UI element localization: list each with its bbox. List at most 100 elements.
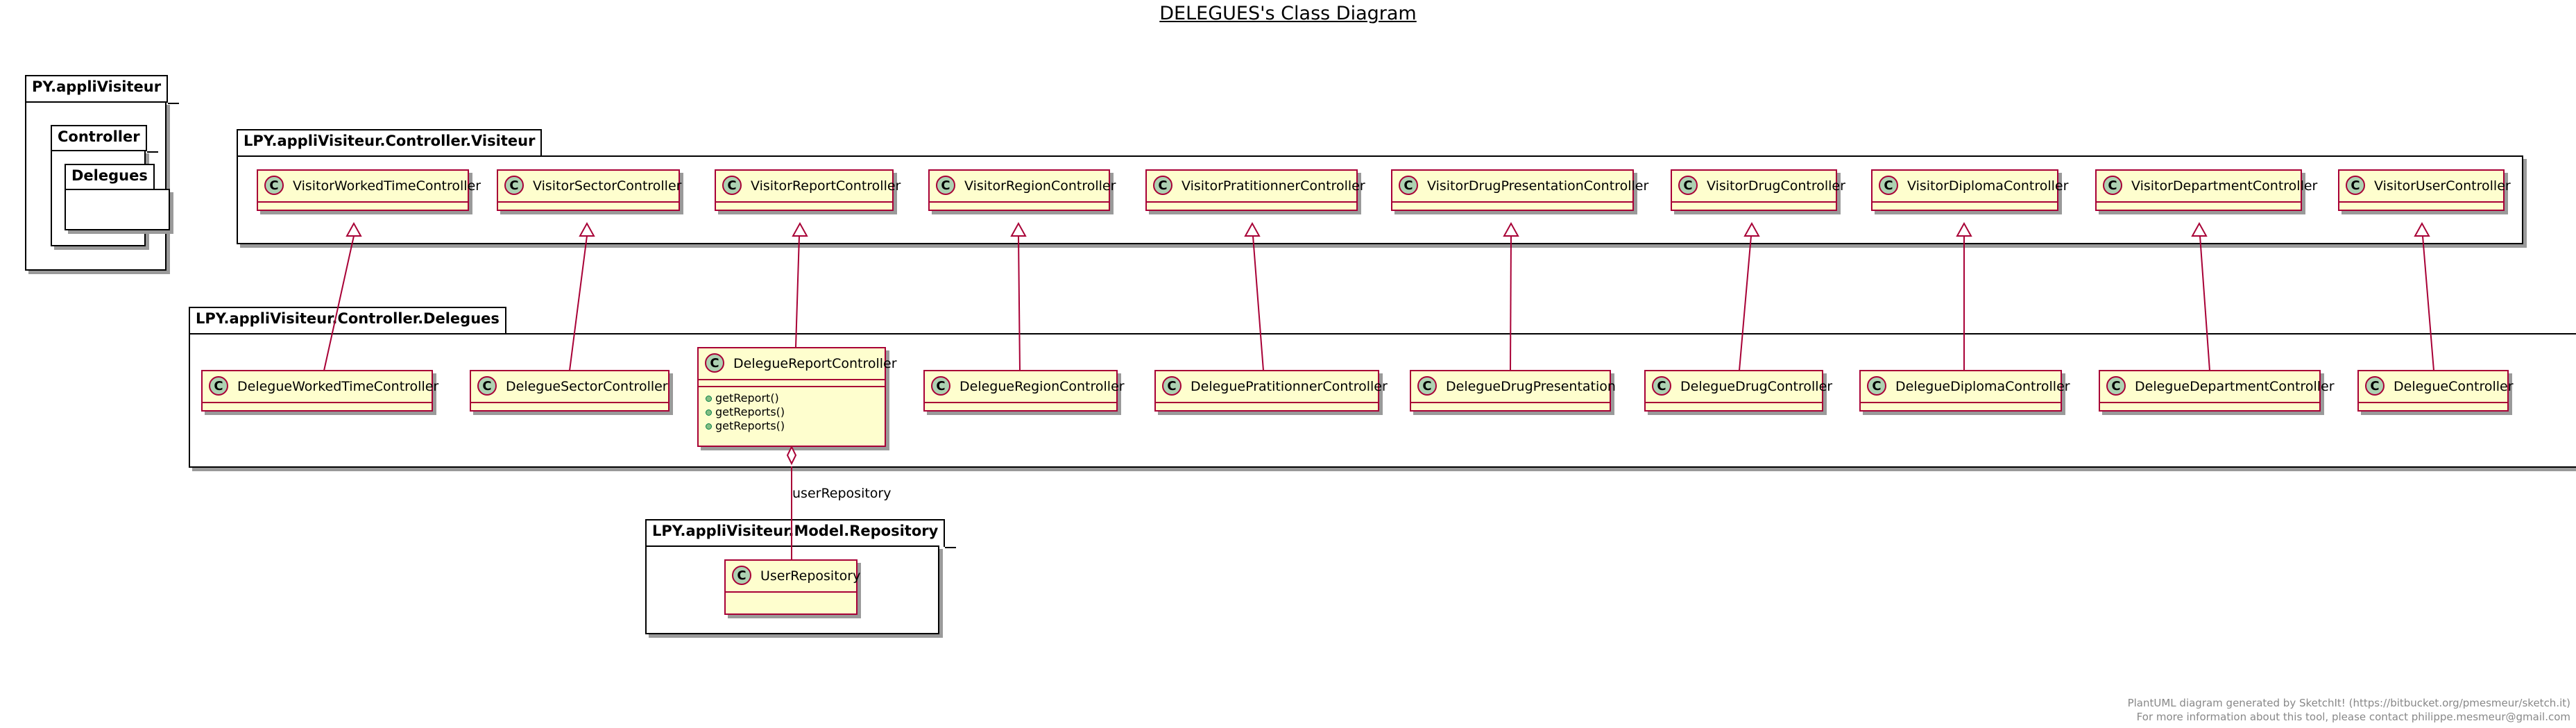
class-visitor-worked-time-controller[interactable]: C VisitorWorkedTimeController [257, 169, 481, 211]
class-marker-icon: C [2103, 176, 2122, 195]
footer: PlantUML diagram generated by SketchIt! … [2128, 696, 2570, 724]
class-visitor-report-controller[interactable]: C VisitorReportController [715, 169, 901, 211]
class-marker-icon: C [1867, 376, 1886, 396]
aggregation-diamond [786, 445, 797, 466]
inheritance-line [2422, 235, 2434, 371]
class-delegue-region-controller[interactable]: C DelegueRegionController [923, 370, 1125, 412]
class-marker-icon: C [1162, 376, 1182, 396]
class-name: DelegueDepartmentController [2135, 379, 2335, 394]
class-name: DelegueRegionController [959, 379, 1125, 394]
class-delegue-diploma-controller[interactable]: C DelegueDiplomaController [1859, 370, 2070, 412]
inheritance-arrowhead [792, 221, 808, 237]
class-name: VisitorUserController [2374, 178, 2511, 194]
class-marker-icon: C [1417, 376, 1437, 396]
class-marker-icon: C [722, 176, 742, 195]
class-visitor-department-controller[interactable]: C VisitorDepartmentController [2095, 169, 2317, 211]
class-name: DelegueDiplomaController [1895, 379, 2070, 394]
class-marker-icon: C [1153, 176, 1172, 195]
class-delegue-worked-time-controller[interactable]: C DelegueWorkedTimeController [201, 370, 438, 412]
method-item: getReports() [706, 405, 885, 419]
class-visitor-diploma-controller[interactable]: C VisitorDiplomaController [1871, 169, 2068, 211]
method-item: getReport() [706, 391, 885, 405]
public-method-icon [706, 395, 712, 402]
class-marker-icon: C [209, 376, 228, 396]
inheritance-line [323, 235, 355, 371]
class-visitor-drug-controller[interactable]: C VisitorDrugController [1671, 169, 1845, 211]
class-marker-icon: C [477, 376, 497, 396]
class-visitor-user-controller[interactable]: C VisitorUserController [2338, 169, 2511, 211]
class-name: VisitorDrugController [1707, 178, 1845, 194]
inheritance-arrowhead [2414, 221, 2430, 237]
class-delegue-sector-controller[interactable]: C DelegueSectorController [470, 370, 669, 412]
class-marker-icon: C [264, 176, 284, 195]
class-user-repository[interactable]: C UserRepository [724, 559, 861, 615]
class-marker-icon: C [705, 353, 724, 373]
footer-line-2: For more information about this tool, pl… [2136, 711, 2570, 723]
footer-line-1: PlantUML diagram generated by SketchIt! … [2127, 697, 2570, 709]
inheritance-arrowhead [1743, 221, 1760, 237]
method-item: getReports() [706, 419, 885, 433]
inheritance-line [1739, 235, 1752, 371]
class-name: DelegueDrugController [1680, 379, 1833, 394]
class-visitor-pratitionner-controller[interactable]: C VisitorPratitionnerController [1145, 169, 1365, 211]
class-marker-icon: C [1879, 176, 1898, 195]
inheritance-arrowhead [1244, 221, 1261, 237]
class-name: DeleguePratitionnerController [1191, 379, 1388, 394]
class-delegue-drug-presentation[interactable]: C DelegueDrugPresentation [1410, 370, 1616, 412]
public-method-icon [706, 423, 712, 430]
class-name: VisitorDrugPresentationController [1427, 178, 1649, 194]
diagram-title: DELEGUES's Class Diagram [1159, 3, 1417, 24]
class-name: DelegueDrugPresentation [1446, 379, 1616, 394]
package-visiteur-tab: LPY.appliVisiteur.Controller.Visiteur [237, 129, 554, 158]
package-delegue-tab: LPY.appliVisiteur.Controller.Delegues [189, 307, 518, 336]
class-visitor-sector-controller[interactable]: C VisitorSectorController [497, 169, 682, 211]
class-delegue-drug-controller[interactable]: C DelegueDrugController [1644, 370, 1832, 412]
package-repository-tab: LPY.appliVisiteur.Model.Repository [645, 519, 957, 548]
class-marker-icon: C [1399, 176, 1418, 195]
package-controller-tab: Controller [51, 125, 158, 153]
class-name: VisitorWorkedTimeController [293, 178, 481, 194]
inheritance-arrowhead [579, 221, 595, 237]
class-marker-icon: C [931, 376, 950, 396]
package-delegues-tab: Delegues [65, 164, 166, 192]
class-marker-icon: C [2346, 176, 2365, 195]
class-name: VisitorReportController [751, 178, 901, 194]
class-name: DelegueSectorController [506, 379, 668, 394]
class-visitor-region-controller[interactable]: C VisitorRegionController [928, 169, 1116, 211]
inheritance-arrowhead [1503, 221, 1519, 237]
inheritance-line [1252, 235, 1264, 371]
inheritance-line [2199, 235, 2210, 371]
inheritance-line [1018, 235, 1021, 371]
class-name: VisitorDepartmentController [2131, 178, 2318, 194]
class-marker-icon: C [936, 176, 955, 195]
class-name: DelegueWorkedTimeController [237, 379, 439, 394]
class-name: VisitorPratitionnerController [1182, 178, 1365, 194]
inheritance-arrowhead [2191, 221, 2208, 237]
class-name: UserRepository [760, 568, 861, 584]
class-name: VisitorDiplomaController [1907, 178, 2069, 194]
class-name: DelegueReportController [733, 356, 897, 371]
inheritance-line [569, 235, 588, 371]
inheritance-arrowhead [1956, 221, 1972, 237]
class-delegue-controller[interactable]: C DelegueController [2357, 370, 2514, 412]
class-marker-icon: C [1652, 376, 1671, 396]
class-visitor-drug-presentation-controller[interactable]: C VisitorDrugPresentationController [1391, 169, 1648, 211]
public-method-icon [706, 409, 712, 416]
class-name: DelegueController [2394, 379, 2514, 394]
inheritance-line [795, 235, 800, 348]
inheritance-line [1510, 235, 1512, 371]
class-delegue-pratitionner-controller[interactable]: C DeleguePratitionnerController [1154, 370, 1388, 412]
class-marker-icon: C [504, 176, 524, 195]
class-name: VisitorRegionController [964, 178, 1116, 194]
package-delegues [65, 189, 170, 230]
package-root-tab: PY.appliVisiteur [25, 75, 180, 104]
class-name: VisitorSectorController [533, 178, 682, 194]
class-marker-icon: C [2365, 376, 2385, 396]
inheritance-arrowhead [346, 221, 362, 237]
class-marker-icon: C [1678, 176, 1698, 195]
aggregation-label: userRepository [792, 486, 892, 501]
class-marker-icon: C [2106, 376, 2126, 396]
class-marker-icon: C [732, 566, 751, 585]
inheritance-arrowhead [1010, 221, 1027, 237]
